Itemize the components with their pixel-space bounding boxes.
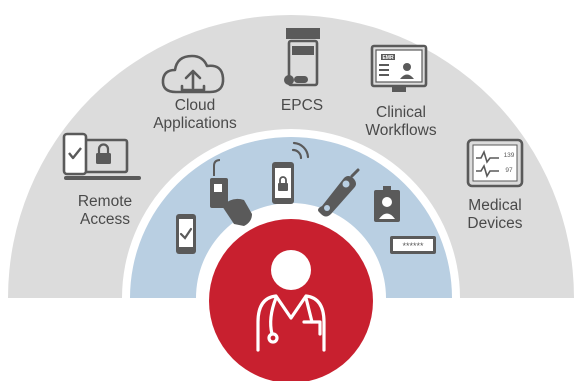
label-medical-devices: Medical Devices: [458, 197, 532, 233]
phone-lock-nfc-icon: [272, 141, 310, 204]
label-remote-access-line2: Access: [80, 211, 130, 228]
label-cloud-applications-line1: Cloud: [174, 97, 216, 114]
pill-bottle-icon: [284, 28, 320, 87]
label-medical-devices-line1: Medical: [468, 197, 522, 214]
center-circle: [209, 219, 373, 381]
password-field-icon: ******: [390, 236, 436, 254]
emr-label: EMR: [382, 55, 394, 61]
vital-signs-monitor-icon: 139 97: [466, 138, 524, 188]
badge-icon: [374, 186, 400, 222]
vitals-bottom-value: 97: [505, 167, 513, 174]
label-cloud-applications-line2: Applications: [153, 115, 237, 132]
label-epcs: EPCS: [270, 97, 334, 115]
label-clinical-workflows-line2: Workflows: [365, 122, 437, 139]
cloud-upload-icon: [161, 54, 225, 94]
card-tap-icon: [210, 159, 252, 226]
password-mask: ******: [402, 241, 424, 251]
vitals-top-value: 139: [504, 152, 515, 159]
label-remote-access: Remote Access: [70, 193, 140, 229]
phone-check-icon: [176, 214, 196, 254]
emr-monitor-icon: EMR: [370, 44, 428, 92]
label-medical-devices-line2: Devices: [467, 215, 523, 232]
laptop-phone-lock-icon: [62, 132, 141, 180]
clinician-icon: [256, 250, 326, 352]
outer-arc-band: [8, 15, 574, 298]
label-remote-access-line1: Remote: [77, 193, 133, 210]
inner-arc-band: [130, 137, 452, 298]
label-clinical-workflows-line1: Clinical: [376, 104, 426, 121]
label-cloud-applications: Cloud Applications: [150, 97, 240, 133]
usb-key-icon: [318, 168, 360, 217]
label-epcs-line1: EPCS: [280, 97, 324, 114]
label-clinical-workflows: Clinical Workflows: [358, 104, 444, 140]
